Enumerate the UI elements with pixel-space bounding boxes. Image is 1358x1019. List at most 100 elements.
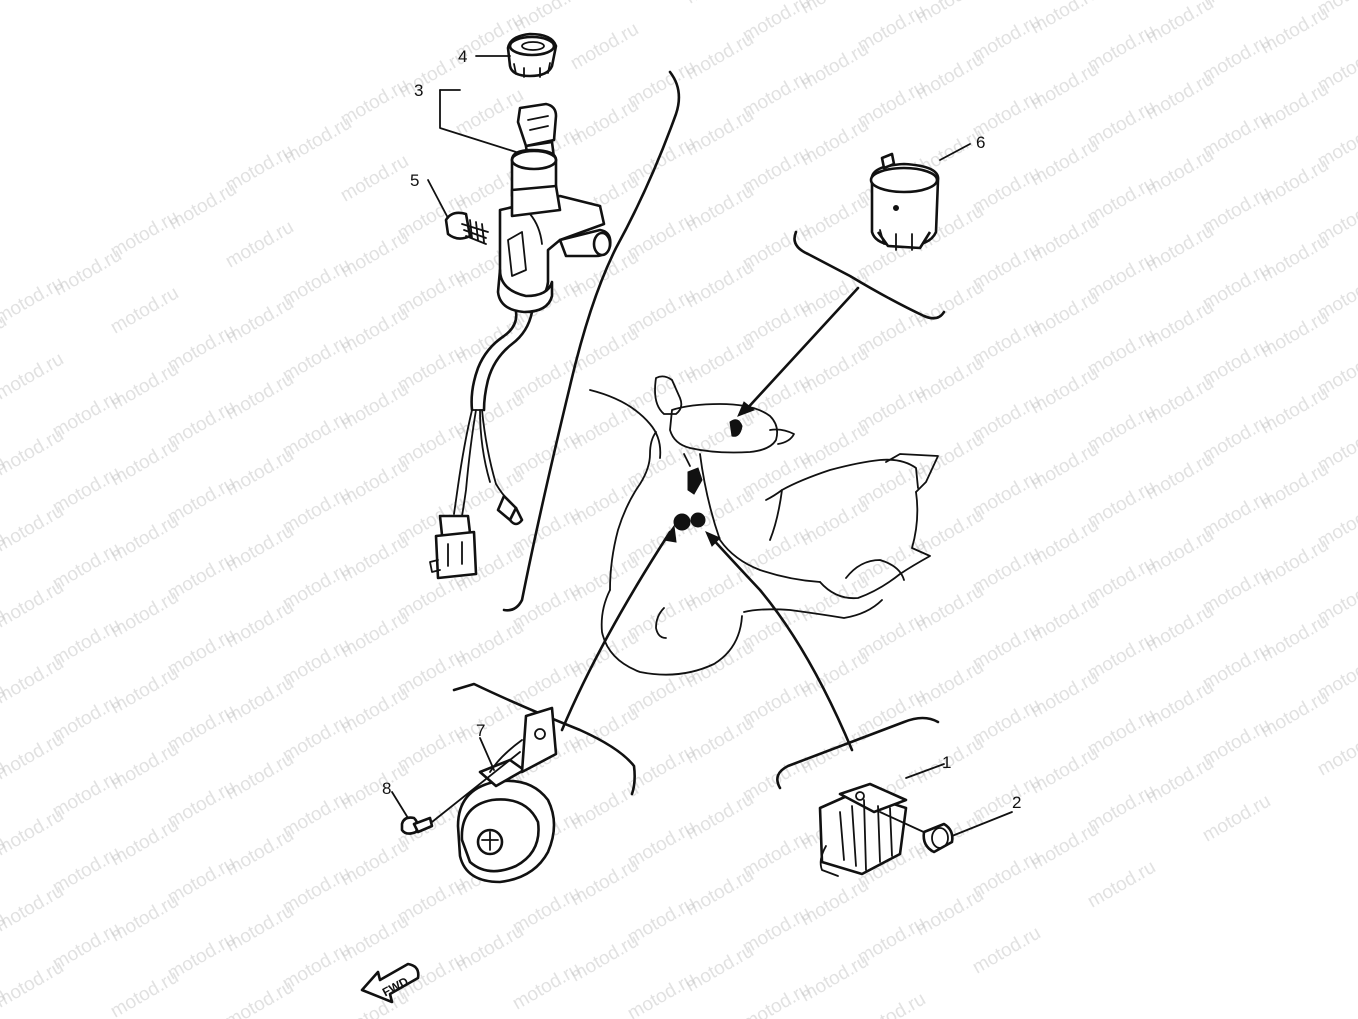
watermark-text: motod.ru: [222, 977, 297, 1019]
watermark-text: motod.ru: [567, 551, 642, 607]
watermark-text: motod.ru: [912, 353, 987, 409]
watermark-text: motod.ru: [222, 749, 297, 805]
watermark-text: motod.ru: [912, 885, 987, 941]
watermark-text: motod.ru: [912, 429, 987, 485]
watermark-text: motod.ru: [222, 597, 297, 653]
watermark-text: motod.ru: [0, 501, 67, 557]
watermark-text: motod.ru: [222, 217, 297, 273]
watermark-text: motod.ru: [452, 921, 527, 977]
watermark-text: motod.ru: [1142, 69, 1217, 125]
watermark-text: motod.ru: [682, 713, 757, 769]
watermark-text: motod.ru: [107, 891, 182, 947]
watermark-text: motod.ru: [567, 95, 642, 151]
watermark-text: motod.ru: [912, 581, 987, 637]
watermark-text: motod.ru: [510, 0, 585, 36]
watermark-text: motod.ru: [165, 179, 240, 235]
watermark-text: motod.ru: [797, 39, 872, 95]
watermark-text: motod.ru: [107, 587, 182, 643]
watermark-text: motod.ru: [1027, 819, 1102, 875]
watermark-text: motod.ru: [337, 455, 412, 511]
watermark-text: motod.ru: [567, 627, 642, 683]
watermark-text: motod.ru: [0, 881, 67, 937]
frame-curve-left: [502, 70, 681, 612]
watermark-text: motod.ru: [912, 505, 987, 561]
watermark-text: motod.ru: [0, 729, 67, 785]
watermark-text: motod.ru: [452, 85, 527, 141]
watermark-text: motod.ru: [682, 941, 757, 997]
watermark-text: motod.ru: [682, 637, 757, 693]
watermark-text: motod.ru: [1142, 449, 1217, 505]
watermark-text: motod.ru: [797, 951, 872, 1007]
watermark-text: motod.ru: [912, 0, 987, 28]
watermark-text: motod.ru: [452, 617, 527, 673]
watermark-text: motod.ru: [1027, 287, 1102, 343]
watermark-text: motod.ru: [107, 359, 182, 415]
watermark-text: motod.ru: [107, 815, 182, 871]
watermark-text: motod.ru: [0, 349, 67, 405]
watermark-text: motod.ru: [797, 723, 872, 779]
watermark-text: motod.ru: [222, 369, 297, 425]
watermark-text: motod.ru: [222, 673, 297, 729]
callout-8: 8: [382, 779, 391, 798]
watermark-text: motod.ru: [682, 105, 757, 161]
watermark-text: motod.ru: [1142, 221, 1217, 277]
main-switch-assembly: [427, 32, 612, 580]
watermark-text: motod.ru: [0, 805, 67, 861]
watermark-text: motod.ru: [797, 343, 872, 399]
frame-curve-right: [793, 230, 946, 320]
callout-4: 4: [458, 47, 467, 66]
frame-curve-lower-left: [452, 682, 636, 796]
watermark-text: motod.ru: [567, 475, 642, 531]
watermark-text: motod.ru: [682, 409, 757, 465]
watermark-text: motod.ru: [682, 789, 757, 845]
watermark-text: motod.ru: [222, 293, 297, 349]
watermark-text: motod.ru: [1142, 525, 1217, 581]
watermark-text: motod.ru: [682, 181, 757, 237]
flasher-relay: [869, 143, 971, 251]
watermark-text: motod.ru: [337, 911, 412, 967]
watermark-text: motod.ru: [107, 283, 182, 339]
watermark-text: motod.ru: [1257, 459, 1332, 515]
watermark-text: motod.ru: [452, 389, 527, 445]
watermark-text: motod.ru: [797, 875, 872, 931]
callout-5: 5: [410, 171, 419, 190]
watermark-text: motod.ru: [0, 577, 67, 633]
watermark-text: motod.ru: [1027, 667, 1102, 723]
callout-1: 1: [942, 753, 951, 772]
watermark-text: motod.ru: [0, 957, 67, 1013]
watermark-text: motod.ru: [797, 191, 872, 247]
watermark-text: motod.ru: [337, 683, 412, 739]
watermark-text: motod.ru: [1314, 725, 1358, 781]
watermark-text: motod.ru: [1199, 791, 1274, 847]
watermark-text: motod.ru: [682, 865, 757, 921]
callout-7: 7: [476, 721, 485, 740]
callout-6: 6: [976, 133, 985, 152]
watermark-text: motod.ru: [107, 739, 182, 795]
horn: [391, 706, 558, 884]
frame-curve-lower-right: [776, 716, 940, 790]
watermark-text: motod.ru: [337, 151, 412, 207]
scooter-outline: [589, 375, 939, 676]
watermark-text: motod.ru: [912, 277, 987, 333]
watermark-text: motod.ru: [1257, 535, 1332, 591]
watermark-text: motod.ru: [797, 115, 872, 171]
watermark-text: motod.ru: [222, 445, 297, 501]
watermark-text: motod.ru: [107, 663, 182, 719]
watermark-text: motod.ru: [280, 113, 355, 169]
watermark-text: motod.ru: [1027, 743, 1102, 799]
leader-horn-to-scooter: [560, 530, 672, 732]
watermark-text: motod.ru: [107, 967, 182, 1019]
watermark-text: motod.ru: [797, 0, 872, 18]
watermark-text: motod.ru: [50, 245, 125, 301]
watermark-text: motod.ru: [567, 931, 642, 987]
watermark-text: motod.ru: [682, 257, 757, 313]
watermark-text: motod.ru: [567, 855, 642, 911]
watermark-text: motod.ru: [797, 419, 872, 475]
watermark-text: motod.ru: [682, 561, 757, 617]
watermark-text: motod.ru: [1027, 439, 1102, 495]
watermark-text: motod.ru: [1142, 677, 1217, 733]
watermark-text: motod.ru: [222, 825, 297, 881]
watermark-text: motod.ru: [1142, 145, 1217, 201]
watermark-text: motod.ru: [682, 333, 757, 389]
watermark-text: motod.ru: [682, 29, 757, 85]
